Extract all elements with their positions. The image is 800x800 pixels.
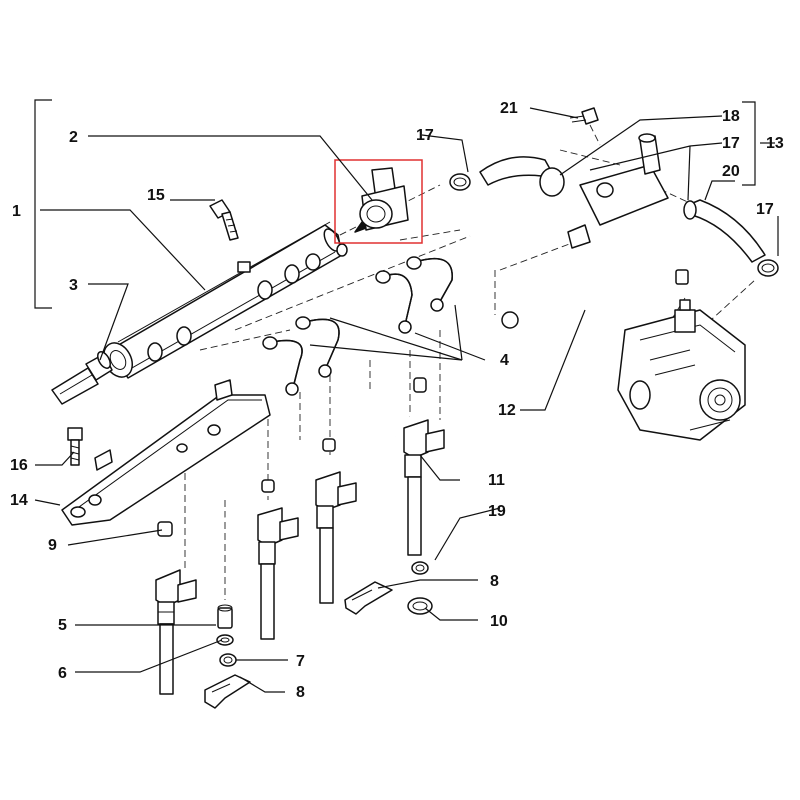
callout-7: 7 [296,653,305,670]
clamp-8-lower[interactable] [204,674,251,709]
pressure-sensor[interactable] [51,350,113,405]
t-fitting[interactable] [567,133,669,249]
injector-2[interactable] [257,507,299,640]
clamp-8-upper[interactable] [344,581,393,615]
fuel-rail[interactable] [98,221,348,382]
seal-ring-10[interactable] [407,597,433,615]
screw-21[interactable] [569,107,599,125]
bracket-14[interactable] [61,379,271,526]
callout-16: 16 [10,457,28,474]
callout-11: 11 [488,472,505,489]
callout-8-upper: 8 [490,573,499,590]
injector-3[interactable] [315,471,357,604]
callout-19: 19 [488,503,506,520]
bolt-16[interactable] [67,427,83,466]
callout-10: 10 [490,613,508,630]
callout-5: 5 [58,617,67,634]
high-pressure-pump[interactable] [617,299,746,441]
callout-21: 21 [500,100,518,117]
hose-clamp-17-left[interactable] [449,173,471,191]
callout-20: 20 [722,163,740,180]
callout-8-lower: 8 [296,684,305,701]
callout-17-mid: 17 [722,135,740,152]
injector-1[interactable] [155,569,197,695]
callout-labels: 1 2 3 4 5 6 7 8 8 9 10 11 12 13 14 15 16… [10,100,784,701]
screw-15[interactable] [209,199,239,241]
hose-clamp-17-right[interactable] [757,259,779,277]
callout-13: 13 [766,135,784,152]
callout-4: 4 [500,352,509,369]
callout-1: 1 [12,203,21,220]
injector-4[interactable] [403,419,445,556]
callout-14: 14 [10,492,28,509]
leader-lines [34,107,779,693]
fuel-supply-pipe[interactable] [501,259,689,329]
callout-3: 3 [69,277,78,294]
hose-18[interactable] [479,156,565,197]
callout-17-left: 17 [416,127,434,144]
callout-15: 15 [147,187,165,204]
injector-pipes[interactable] [262,256,453,396]
group-bracket-1 [34,99,52,309]
callout-2: 2 [69,129,78,146]
washer-19[interactable] [411,561,429,575]
group-bracket-13 [742,101,756,186]
callout-12: 12 [498,402,516,419]
nut-7[interactable] [219,653,237,667]
sleeve-5[interactable] [217,604,233,629]
hose-20[interactable] [683,199,766,263]
callout-17-right: 17 [756,201,774,218]
pressure-regulator[interactable] [334,159,423,244]
highlight-box [334,159,423,244]
washer-6[interactable] [216,634,234,646]
callout-6: 6 [58,665,67,682]
callout-18: 18 [722,108,740,125]
callout-9: 9 [48,537,57,554]
